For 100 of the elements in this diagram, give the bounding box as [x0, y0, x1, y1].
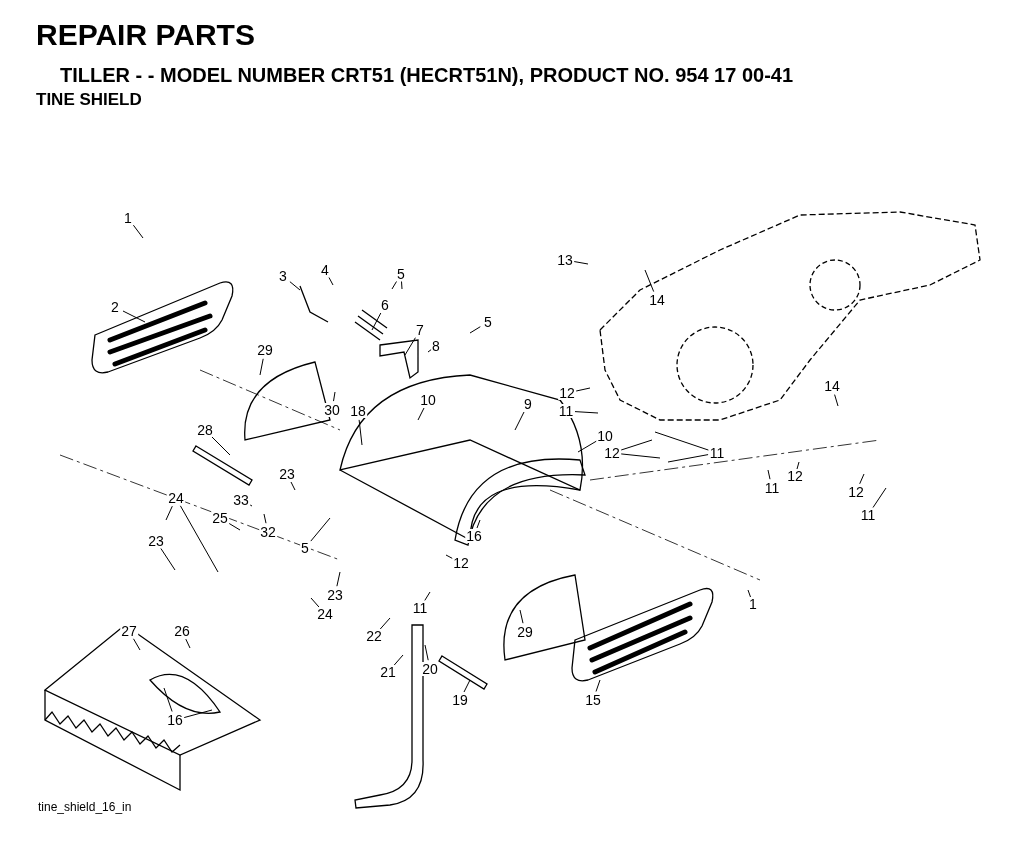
leader-line: [401, 281, 403, 290]
callout-number: 4: [320, 263, 330, 277]
leader-line: [185, 638, 191, 649]
callout-number: 12: [603, 446, 621, 460]
leader-line: [872, 487, 887, 508]
leader-line: [574, 411, 599, 414]
callout-number: 23: [278, 467, 296, 481]
callout-number: 12: [847, 485, 865, 499]
leader-line: [165, 505, 173, 521]
callout-number: 18: [349, 404, 367, 418]
leader-line: [573, 261, 589, 265]
leader-line: [417, 407, 425, 421]
leader-line: [133, 638, 141, 651]
callout-number: 1: [123, 211, 133, 225]
leader-line: [310, 597, 320, 608]
callout-number: 11: [411, 601, 429, 615]
leader-line: [834, 394, 839, 407]
leader-line: [476, 519, 481, 529]
callout-number: 16: [465, 529, 483, 543]
leader-line: [290, 481, 296, 491]
callout-number: 3: [278, 269, 288, 283]
leader-line: [391, 281, 397, 290]
leader-line: [620, 439, 653, 451]
leader-line: [767, 469, 771, 480]
callout-number: 30: [323, 403, 341, 417]
callout-number: 32: [259, 525, 277, 539]
leader-line: [263, 513, 267, 524]
callout-number: 21: [379, 665, 397, 679]
leader-line: [424, 591, 431, 601]
leader-line: [379, 617, 391, 630]
callout-number: 28: [196, 423, 214, 437]
callout-number: 26: [173, 624, 191, 638]
leader-line: [183, 709, 213, 719]
callout-number: 27: [120, 624, 138, 638]
leader-line: [259, 358, 264, 376]
leader-line: [160, 548, 176, 571]
leader-line: [445, 554, 454, 560]
callout-number: 10: [596, 429, 614, 443]
callout-number: 5: [300, 541, 310, 555]
callout-number: 12: [786, 469, 804, 483]
callout-number: 19: [451, 693, 469, 707]
callout-number: 29: [256, 343, 274, 357]
callout-number: 1: [748, 597, 758, 611]
callout-number: 13: [556, 253, 574, 267]
callout-number: 9: [523, 397, 533, 411]
leader-line: [514, 411, 525, 431]
page-subtitle: TILLER - - MODEL NUMBER CRT51 (HECRT51N), PRODUCT NO. 954 17 00-41: [60, 64, 794, 87]
leader-line: [310, 517, 331, 542]
leader-line: [122, 310, 146, 323]
callout-number: 2: [110, 300, 120, 314]
callout-number: 5: [396, 267, 406, 281]
callout-number: 5: [483, 315, 493, 329]
leader-line: [336, 571, 341, 587]
callout-number: 11: [557, 404, 575, 418]
leader-line: [469, 326, 481, 334]
leader-line: [210, 435, 231, 456]
callout-number: 23: [147, 534, 165, 548]
leader-line: [654, 431, 709, 451]
callout-number: 11: [708, 446, 726, 460]
callout-number: 6: [380, 298, 390, 312]
page-title: REPAIR PARTS: [36, 18, 255, 52]
leader-line: [333, 391, 336, 402]
callout-number: 22: [365, 629, 383, 643]
leader-line: [463, 679, 471, 693]
callout-number: 25: [211, 511, 229, 525]
leader-line: [371, 312, 382, 331]
leader-line: [179, 505, 219, 573]
leader-line: [796, 461, 800, 470]
leader-line: [227, 522, 241, 531]
leader-line: [644, 269, 655, 293]
callout-number: 11: [859, 508, 877, 522]
leader-line: [358, 419, 363, 446]
section-heading: TINE SHIELD: [36, 90, 142, 110]
callout-number: 14: [823, 379, 841, 393]
leader-line: [747, 589, 751, 598]
callout-number: 24: [167, 491, 185, 505]
leader-line: [328, 277, 334, 286]
callout-number: 16: [166, 713, 184, 727]
leader-line: [595, 679, 601, 692]
leader-line: [575, 387, 591, 392]
callout-number: 33: [232, 493, 250, 507]
callout-number: 12: [452, 556, 470, 570]
leader-line: [859, 473, 865, 485]
callout-number: 23: [326, 588, 344, 602]
callout-number: 14: [648, 293, 666, 307]
leader-line: [404, 337, 416, 356]
callout-number: 20: [421, 662, 439, 676]
leader-line: [620, 453, 661, 459]
leader-line: [667, 454, 709, 463]
callout-number: 29: [516, 625, 534, 639]
leader-line: [427, 348, 433, 353]
callout-number: 8: [431, 339, 441, 353]
callout-number: 10: [419, 393, 437, 407]
callout-number: 11: [763, 481, 781, 495]
leader-line: [393, 654, 404, 666]
leader-line: [163, 687, 173, 712]
leader-line: [577, 440, 598, 453]
callout-number: 12: [558, 386, 576, 400]
file-name-note: tine_shield_16_in: [38, 800, 132, 814]
callout-number: 7: [415, 323, 425, 337]
